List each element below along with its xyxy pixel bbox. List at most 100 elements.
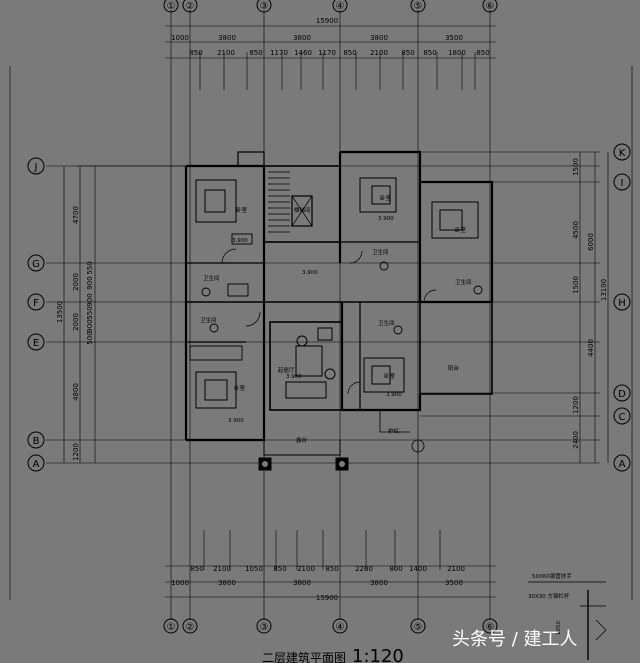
left-inner-dim: 4700: [72, 206, 80, 224]
room-label-bathroom: 卫生间: [203, 274, 220, 282]
room-label-guardrail: 护栏: [388, 427, 400, 435]
left-axis-e: E: [33, 338, 39, 349]
elevation-marks: 3.900 3.900 3.900 3.900 3.900 3.900: [228, 216, 402, 424]
left-inner-dim: 2000: [72, 313, 80, 331]
left-axis-f: F: [33, 298, 39, 309]
left-inner-dim: 500: [86, 331, 94, 344]
top-detail-dim: 2100: [370, 49, 388, 57]
bottom-axis-dim: 3800: [218, 579, 236, 587]
top-detail-dims: 850 2100 850 1170 1460 1170 850 2100 850…: [189, 49, 489, 57]
top-axis-dim: 3500: [445, 34, 463, 42]
top-detail-dim: 850: [189, 49, 202, 57]
left-axis-g: G: [32, 259, 40, 270]
room-label-bathroom: 卫生间: [378, 319, 395, 327]
bottom-detail-dim: 2100: [447, 565, 465, 573]
elevation-mark: 3.900: [232, 238, 248, 244]
left-outer-dim: 13500: [56, 301, 64, 323]
left-axis-b: B: [33, 436, 40, 447]
right-axis-i: I: [621, 178, 624, 189]
top-axis-dim: 3800: [370, 34, 388, 42]
left-inner-dim: 900: [86, 276, 94, 289]
bottom-detail-dim: 850: [190, 565, 203, 573]
bottom-detail-dim: 1050: [245, 565, 263, 573]
top-detail-dim: 850: [249, 49, 262, 57]
right-axis-labels: K I H D C A: [613, 143, 631, 472]
right-axis-d: D: [618, 389, 626, 400]
right-outer-dim: 13100: [600, 279, 608, 301]
top-detail-dim: 2100: [217, 49, 235, 57]
right-axis-c: C: [619, 412, 626, 423]
drawing-title: 二层建筑平面图: [262, 650, 346, 663]
left-inner-dim: 550: [86, 261, 94, 274]
room-label-bedroom: 卧室: [236, 206, 248, 214]
top-detail-dim: 1800: [448, 49, 466, 57]
stair-treads: [268, 171, 313, 233]
bottom-detail-dim: 800: [389, 565, 402, 573]
top-detail-dim: 850: [343, 49, 356, 57]
bottom-axis-labels: ① ② ③ ④ ⑤ ⑥: [163, 618, 498, 634]
room-labels: 卧室 卧室 卧室 卧室 卧室 卫生间 卫生间 卫生间 卫生间 卫生间 阳台 露台…: [200, 194, 472, 444]
detail-label-baluster: 30X30 方钢栏杆: [528, 592, 570, 600]
top-axis-dims: 1000 3800 3800 3800 3500: [171, 34, 463, 42]
left-axis-labels: J G F E B A: [27, 157, 45, 472]
top-dimension-lines: [165, 25, 496, 90]
top-axis-labels: ① ② ③ ④ ⑤ ⑥: [163, 0, 498, 13]
room-label-bedroom: 卧室: [384, 372, 396, 380]
top-axis-6: ⑥: [486, 1, 495, 12]
detail-label-height: 1050: [556, 621, 562, 635]
drawing-scale: 1:120: [352, 646, 404, 663]
left-dimension-lines: [63, 165, 190, 463]
left-inner-dim: 2000: [72, 273, 80, 291]
room-label-bedroom: 卧室: [234, 384, 246, 392]
bottom-axis-3: ③: [260, 622, 269, 633]
railing-detail: 50X60钢管扶手 30X30 方钢栏杆 1050: [528, 572, 607, 660]
top-axis-5: ⑤: [414, 1, 423, 12]
right-inner-dim: 2400: [572, 431, 580, 449]
elevation-mark: 3.900: [378, 216, 394, 222]
right-mid-dim: 6000: [587, 233, 595, 251]
left-axis-a: A: [33, 459, 40, 470]
top-detail-dim: 1460: [294, 49, 312, 57]
top-total-dim: 15900: [316, 17, 338, 25]
left-inner-dim: 550: [86, 306, 94, 319]
right-dims: 1500 4500 1500 1200 2400 6000 4400 13100: [572, 158, 608, 449]
right-inner-dim: 1500: [572, 158, 580, 176]
top-detail-dim: 850: [476, 49, 489, 57]
right-dimension-lines: [579, 152, 609, 463]
bottom-detail-dims: 850 2100 1050 850 2100 850 2200 800 1400…: [190, 565, 465, 573]
left-axis-j: J: [34, 162, 38, 173]
bathroom-fixtures: [189, 233, 483, 361]
left-inner-dim: 900: [86, 319, 94, 332]
top-axis-1: ①: [167, 1, 176, 12]
bottom-detail-dim: 1400: [409, 565, 427, 573]
left-inner-dim: 4800: [72, 383, 80, 401]
right-mid-dim: 4400: [587, 339, 595, 357]
room-label-bathroom: 卫生间: [372, 248, 389, 256]
room-label-terrace: 露台: [296, 436, 308, 444]
right-inner-dim: 1500: [572, 276, 580, 294]
room-label-stair: 楼梯间: [294, 206, 311, 214]
bottom-axis-dim: 3800: [370, 579, 388, 587]
right-axis-h: H: [618, 298, 626, 309]
top-axis-dim: 3800: [293, 34, 311, 42]
terrace-columns: [258, 457, 349, 471]
top-axis-4: ④: [336, 1, 345, 12]
bottom-axis-2: ②: [186, 622, 195, 633]
bottom-axis-dim: 3800: [293, 579, 311, 587]
bottom-detail-dim: 2200: [355, 565, 373, 573]
bottom-axis-6: ⑥: [486, 622, 495, 633]
watermark-text: 头条号 / 建工人: [452, 629, 578, 650]
bottom-total-dim: 15900: [316, 594, 338, 602]
left-inner-dim: 1200: [72, 443, 80, 461]
bottom-axis-dim: 3500: [445, 579, 463, 587]
bottom-detail-dim: 850: [325, 565, 338, 573]
right-axis-k: K: [619, 148, 626, 159]
bottom-axis-dim: 1000: [171, 579, 189, 587]
right-axis-a: A: [619, 459, 626, 470]
top-detail-dim: 850: [423, 49, 436, 57]
beds: [195, 177, 479, 409]
top-detail-dim: 1170: [318, 49, 336, 57]
top-axis-3: ③: [260, 1, 269, 12]
room-label-balcony: 阳台: [448, 364, 460, 372]
